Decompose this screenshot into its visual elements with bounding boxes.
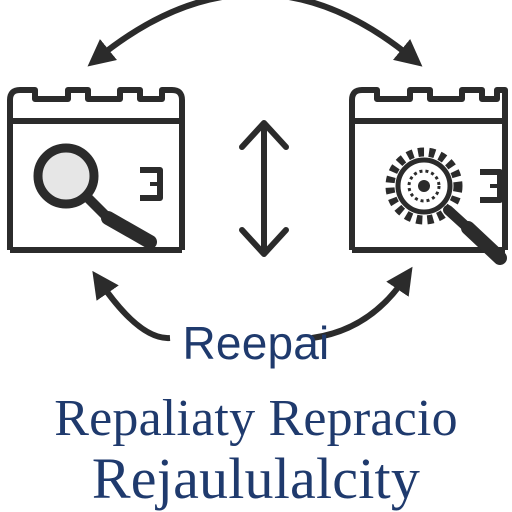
caption-line-3: Rejaululalcity	[91, 446, 421, 511]
bidirectional-arrow-icon	[239, 120, 289, 257]
bottom-arc-arrow	[92, 266, 413, 342]
caption-line-1: Reepai	[182, 317, 330, 369]
magnifier-icon	[33, 143, 157, 249]
caption-line-2: Repaliaty Repracio	[54, 390, 458, 447]
gear-magnifier-icon	[385, 147, 507, 265]
left-window-panel	[7, 87, 185, 253]
right-window-panel	[349, 87, 508, 253]
top-arc-arrow	[87, 0, 423, 67]
